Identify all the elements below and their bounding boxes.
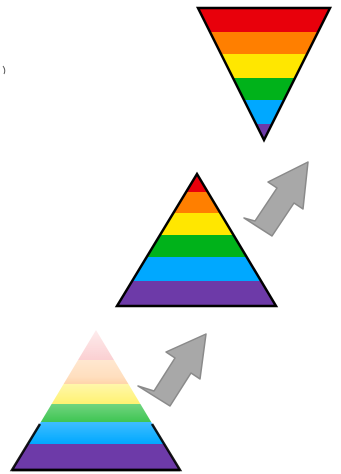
full-band-blue <box>100 257 300 281</box>
edge-mark <box>3 66 5 74</box>
inverted-band-yellow <box>190 54 340 78</box>
arrow-upper-shape <box>244 162 308 236</box>
full-band-green <box>100 235 300 257</box>
inverted-band-blue <box>190 100 340 124</box>
inverted-band-purple <box>190 124 340 144</box>
full-pyramid <box>100 172 300 308</box>
arrow-upper <box>244 162 308 236</box>
inverted-band-green <box>190 78 340 100</box>
inverted-band-red <box>190 6 340 32</box>
inverted-pyramid <box>190 6 340 144</box>
arrow-lower <box>138 334 206 406</box>
arrow-lower-shape <box>138 334 206 406</box>
